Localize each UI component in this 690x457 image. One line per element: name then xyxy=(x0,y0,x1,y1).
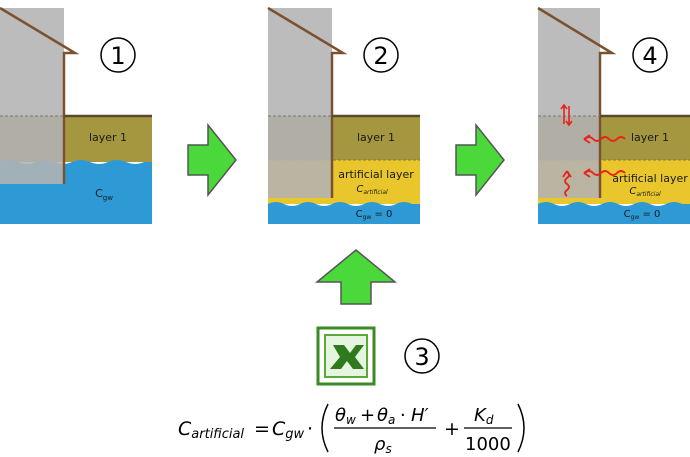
svg-text:Cgw: Cgw xyxy=(272,418,305,442)
arrow-up-icon xyxy=(314,249,398,305)
groundwater xyxy=(538,202,690,224)
wavy-arrow-icon xyxy=(562,170,572,197)
svg-text:·: · xyxy=(400,405,406,426)
spreadsheet-icon xyxy=(316,326,376,386)
panel-4: 4 layer 1 artificial layer Cartificial C… xyxy=(537,6,690,224)
building xyxy=(268,8,332,198)
wavy-arrow-icon xyxy=(583,168,626,178)
formula: Cartificial = Cgw · θw + θa · H′ ρs + Kd… xyxy=(178,403,525,456)
step-number: 3 xyxy=(414,343,429,371)
svg-text:·: · xyxy=(307,418,313,440)
groundwater-label: Cgw = 0 xyxy=(356,209,393,221)
svg-text:1000: 1000 xyxy=(465,434,511,455)
c-artificial-label: Cartificial xyxy=(356,184,388,196)
roof-line xyxy=(267,6,348,198)
layer-1-label: layer 1 xyxy=(631,131,669,144)
step-number-circle xyxy=(632,37,668,73)
panel-2: 2 layer 1 artificial layer Cartificial C… xyxy=(267,6,420,224)
step-number: 1 xyxy=(110,42,125,70)
svg-text:θw: θw xyxy=(335,405,356,427)
step-number: 2 xyxy=(373,42,388,70)
groundwater-label: Cgw = 0 xyxy=(624,209,661,221)
double-arrow-icon xyxy=(560,103,573,127)
svg-text:+: + xyxy=(444,418,460,440)
layer-1-label: layer 1 xyxy=(357,131,395,144)
artificial-layer-label: artificial layer xyxy=(338,168,414,181)
artificial-layer-label: artificial layer xyxy=(612,172,688,185)
building xyxy=(538,8,600,198)
panel-1: 1 layer 1 Cgw xyxy=(0,6,152,224)
svg-text:ρs: ρs xyxy=(374,434,392,456)
step-number: 4 xyxy=(642,42,657,70)
layer-1-label: layer 1 xyxy=(89,131,127,144)
svg-text:θa: θa xyxy=(377,405,395,427)
svg-text:Kd: Kd xyxy=(474,405,494,427)
roof-line xyxy=(537,6,617,198)
step-number-circle xyxy=(404,338,440,374)
svg-text:H′: H′ xyxy=(411,405,429,426)
wavy-arrow-icon xyxy=(583,134,626,144)
building xyxy=(0,8,64,184)
svg-text:Cartificial: Cartificial xyxy=(178,418,244,442)
svg-text:=: = xyxy=(254,418,270,440)
step-number-circle xyxy=(363,37,399,73)
arrow-right-icon xyxy=(187,122,237,198)
roof-line xyxy=(0,6,80,184)
groundwater-label: Cgw xyxy=(95,187,113,202)
step-number-circle xyxy=(100,37,136,73)
svg-text:+: + xyxy=(360,405,375,426)
arrow-right-icon xyxy=(455,122,505,198)
c-artificial-label: Cartificial xyxy=(629,186,661,198)
groundwater xyxy=(268,202,420,224)
